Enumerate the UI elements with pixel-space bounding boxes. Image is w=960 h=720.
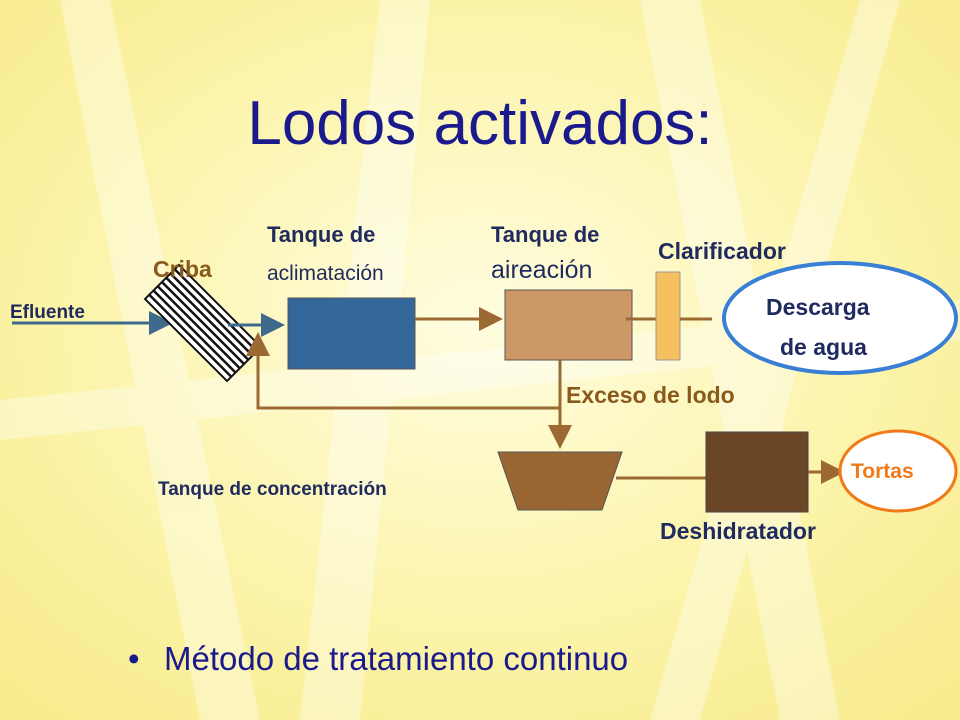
bullet-text: Método de tratamiento continuo — [164, 640, 629, 677]
label-tanque-aclimatacion-line2: aclimatación — [267, 262, 384, 285]
label-tanque-concentracion: Tanque de concentración — [158, 479, 387, 500]
tanque-aireacion — [504, 289, 633, 361]
criba-screen — [143, 263, 263, 383]
label-exceso-lodo: Exceso de lodo — [566, 382, 735, 408]
bullet-point: • Método de tratamiento continuo — [128, 640, 628, 678]
label-criba: Criba — [153, 256, 212, 282]
clarificador — [655, 271, 681, 361]
tanque-aclimatacion — [287, 297, 416, 370]
label-clarificador: Clarificador — [658, 238, 786, 264]
label-tanque-aireacion-line1: Tanque de — [491, 222, 600, 247]
label-tortas: Tortas — [851, 460, 914, 483]
label-efluente: Efluente — [10, 302, 85, 323]
descarga-oval — [722, 261, 958, 375]
label-descarga-line1: Descarga — [766, 294, 870, 320]
label-descarga-line2: de agua — [780, 334, 867, 360]
label-tanque-aireacion-line2: aireación — [491, 256, 593, 284]
slide-title: Lodos activados: — [247, 89, 713, 158]
tortas-oval — [838, 429, 958, 513]
deshidratador — [705, 431, 809, 513]
label-deshidratador: Deshidratador — [660, 518, 816, 544]
tanque-concentracion — [497, 451, 623, 511]
label-tanque-aclimatacion-line1: Tanque de — [267, 222, 376, 247]
bullet-symbol: • — [128, 640, 140, 677]
sludge-recycle-line — [246, 332, 562, 410]
